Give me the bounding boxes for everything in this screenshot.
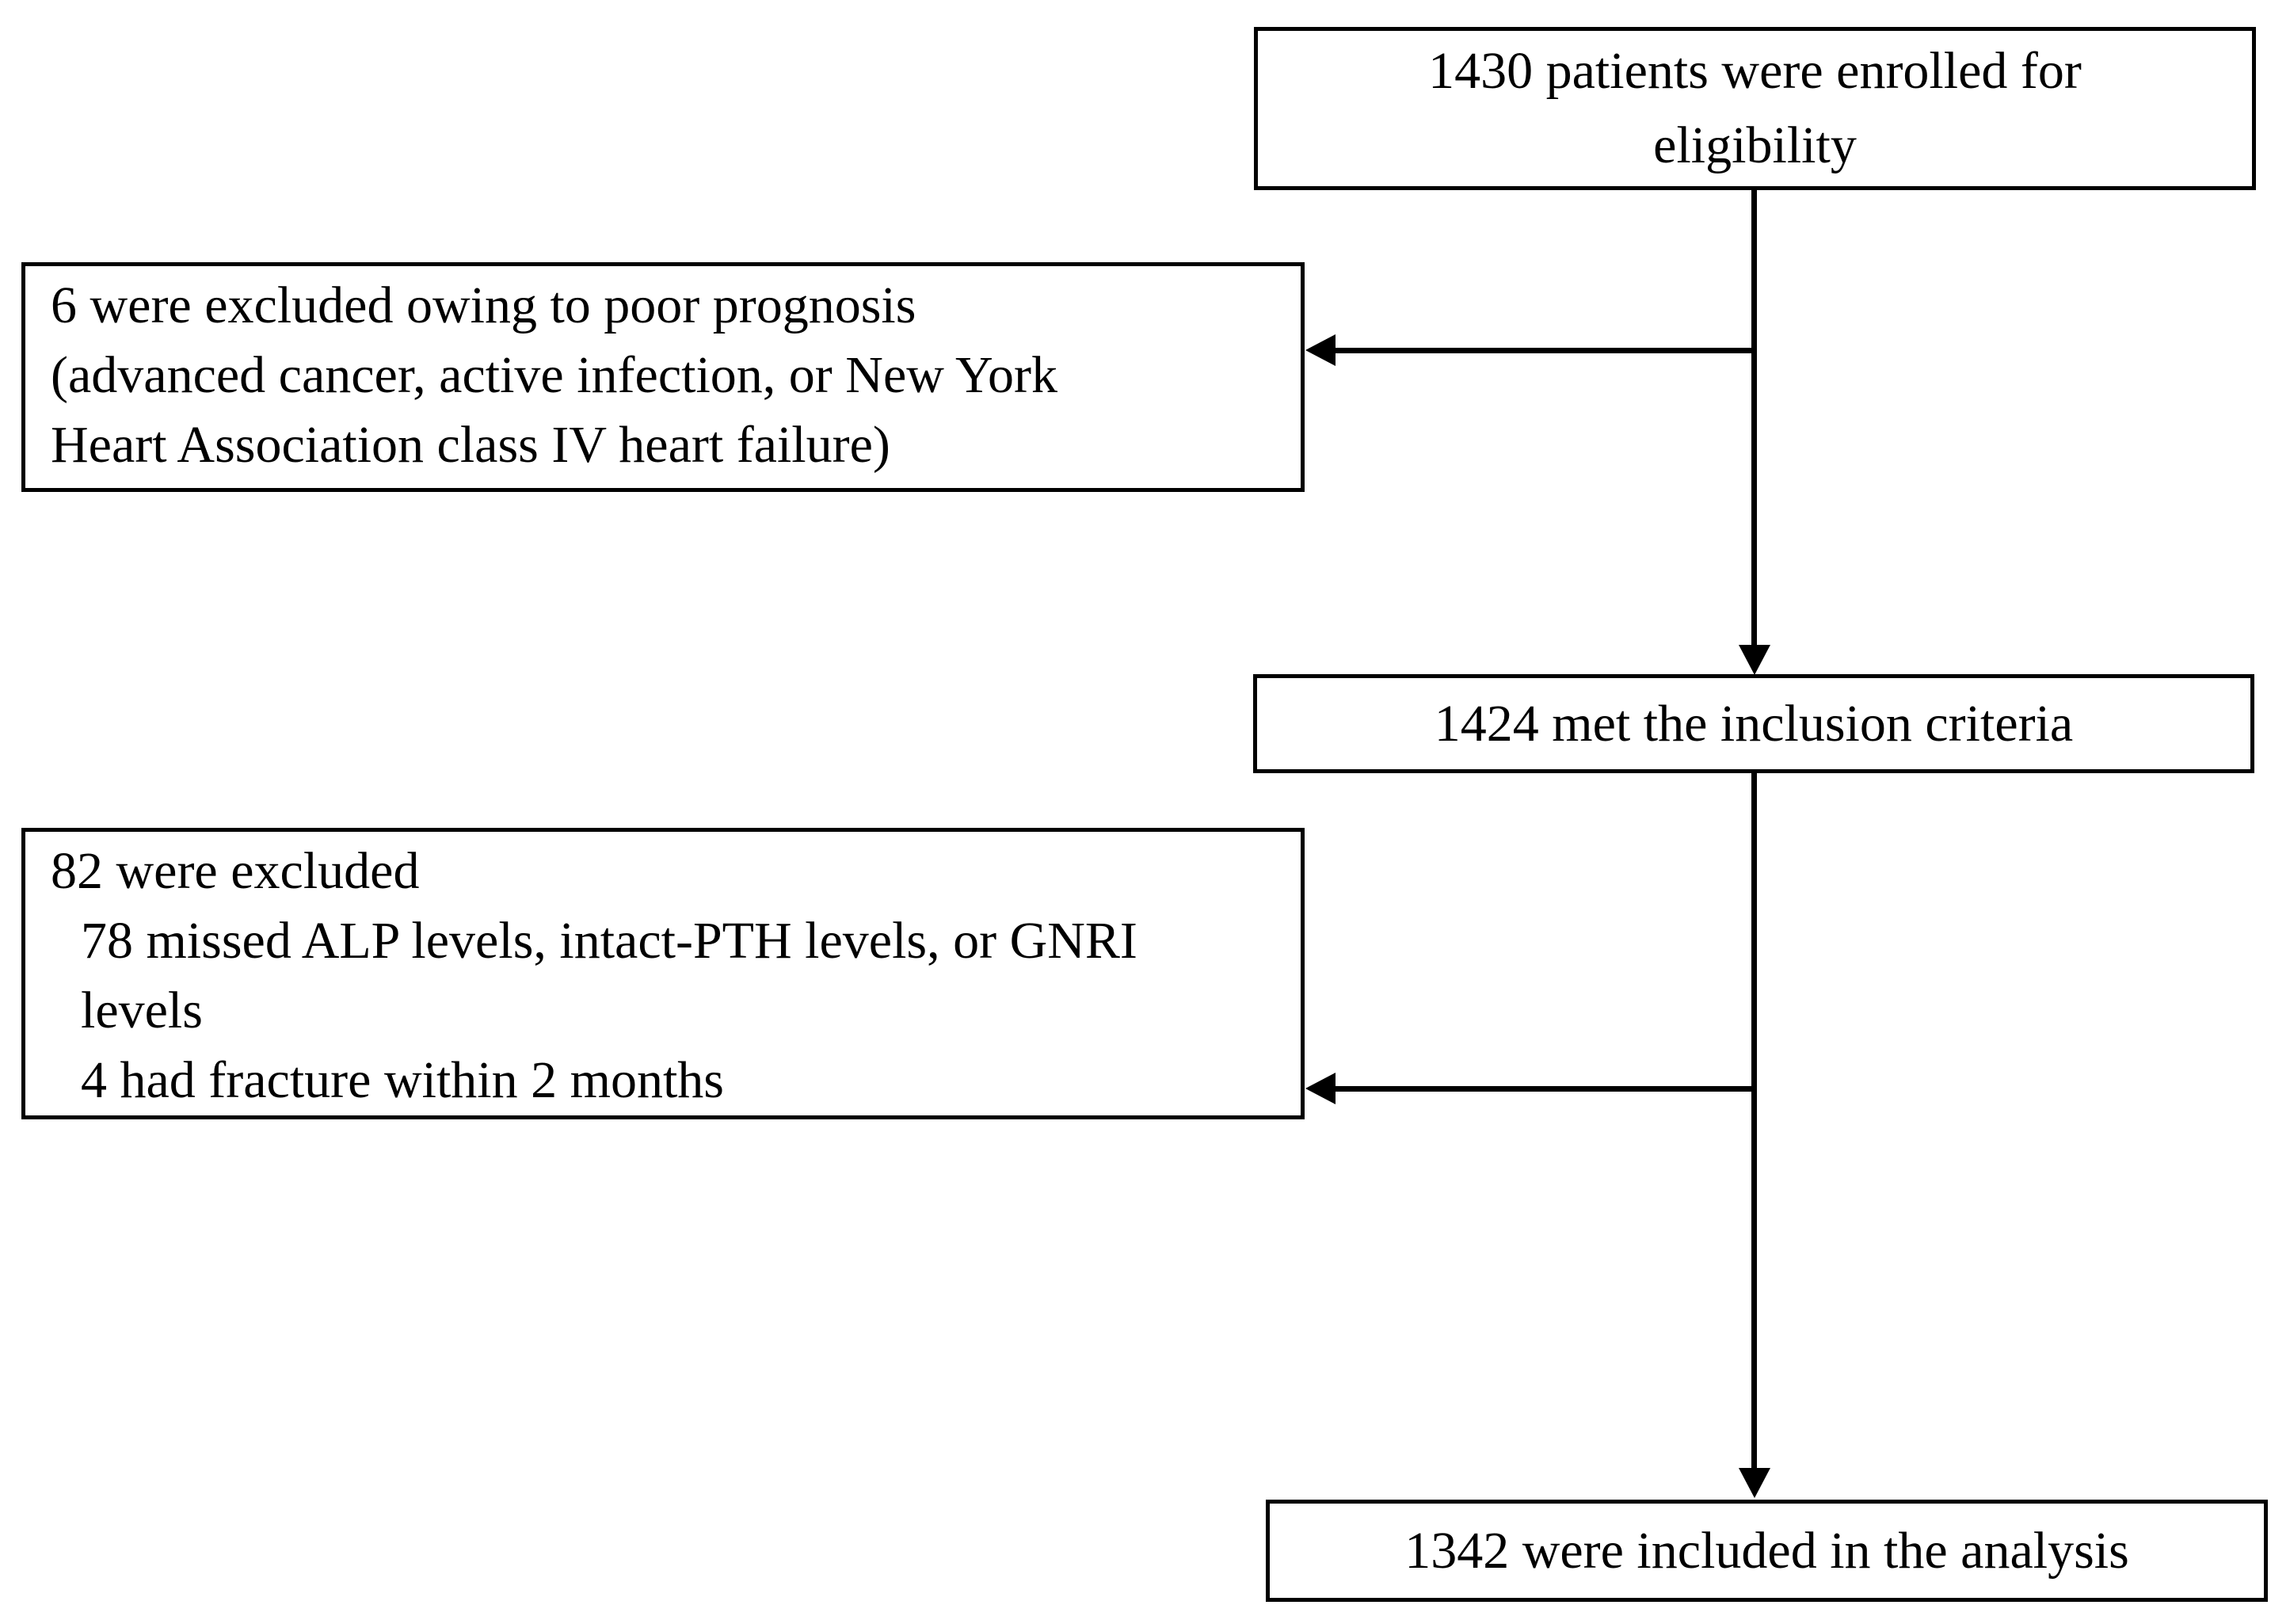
arrow-left-icon — [1305, 334, 1336, 366]
box-text-line: 82 were excluded — [51, 842, 420, 900]
connector-branch-to-excluded-missing — [1331, 1086, 1757, 1092]
box-text-line: eligibility — [1653, 116, 1857, 174]
box-text-line: 4 had fracture within 2 months — [81, 1051, 724, 1109]
box-text-line: 78 missed ALP levels, intact-PTH levels,… — [81, 912, 1137, 970]
box-text-line: 1424 met the inclusion criteria — [1434, 694, 2074, 753]
arrow-down-icon — [1739, 1468, 1770, 1498]
box-text-line: 1342 were included in the analysis — [1404, 1521, 2129, 1580]
connector-branch-to-excluded-prognosis — [1331, 348, 1757, 353]
box-excluded-prognosis: 6 were excluded owing to poor prognosis … — [21, 262, 1305, 492]
box-enrolled: 1430 patients were enrolled for eligibil… — [1254, 27, 2256, 190]
connector-inclusion-to-analysis — [1751, 773, 1757, 1469]
connector-enrolled-to-inclusion — [1751, 190, 1757, 646]
box-included-analysis: 1342 were included in the analysis — [1266, 1500, 2268, 1602]
box-text-line: levels — [81, 982, 203, 1039]
arrow-down-icon — [1739, 645, 1770, 675]
box-inclusion-criteria: 1424 met the inclusion criteria — [1253, 674, 2254, 773]
box-text-line: Heart Association class IV heart failure… — [51, 416, 890, 474]
box-excluded-missing-data: 82 were excluded 78 missed ALP levels, i… — [21, 828, 1305, 1119]
box-text-line: 1430 patients were enrolled for — [1428, 42, 2082, 100]
arrow-left-icon — [1305, 1073, 1336, 1104]
box-text-line: 6 were excluded owing to poor prognosis — [51, 276, 916, 334]
box-text-line: (advanced cancer, active infection, or N… — [51, 346, 1057, 404]
